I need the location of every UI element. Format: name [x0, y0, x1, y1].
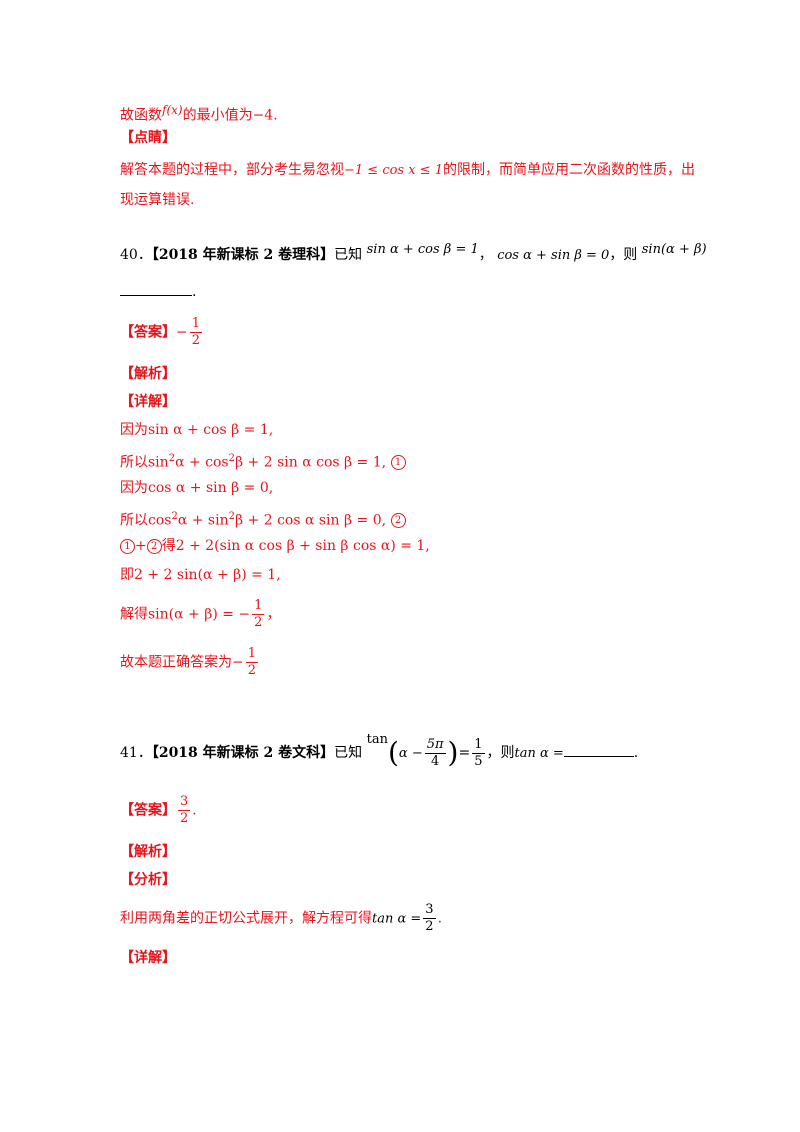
section-xiangjie-41: 【详解】: [120, 950, 176, 966]
dianjing-text-1: 解答本题的过程中，部分考生易忽视−1 ≤ cos x ≤ 1的限制，而简单应用二…: [120, 162, 695, 178]
step-1: 因为sin α + cos β = 1,: [120, 422, 274, 438]
step-3: 因为cos α + sin β = 0,: [120, 480, 274, 496]
line-min-value: 故函数f(x)的最小值为−4.: [120, 103, 278, 124]
circled-number-1: 1: [390, 455, 406, 471]
blank-line: [120, 295, 192, 296]
circled-number-1: 1: [120, 538, 135, 554]
step-4: 所以cos2α + sin2β + 2 cos α sin β = 0, 2: [120, 507, 406, 531]
section-xiangjie: 【详解】: [120, 394, 176, 410]
dianjing-text-2: 现运算错误.: [120, 192, 195, 208]
section-jiexi: 【解析】: [120, 366, 176, 382]
section-dianjing: 【点睛】: [120, 130, 176, 146]
circled-number-2: 2: [390, 513, 406, 529]
blank-line: [563, 756, 634, 757]
step-2: 所以sin2α + cos2β + 2 sin α cos β = 1, 1: [120, 449, 406, 473]
question-40: 40．【2018 年新课标 2 卷理科】已知 sin α + cos β = 1…: [120, 242, 707, 263]
step-6: 即2 + 2 sin(α + β) = 1,: [120, 567, 281, 583]
section-fenxi: 【分析】: [120, 872, 176, 888]
section-jiexi-41: 【解析】: [120, 844, 176, 860]
circled-number-2: 2: [146, 538, 162, 554]
answer-blank-40: .: [120, 282, 196, 302]
